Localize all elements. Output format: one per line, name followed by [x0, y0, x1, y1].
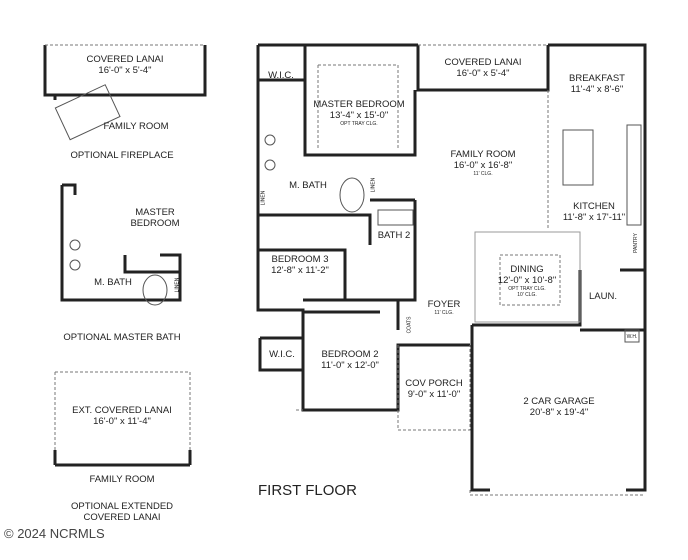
pantry: PANTRY: [632, 233, 639, 253]
option-m-bath: M. BATH: [94, 277, 132, 288]
room-m-bath: M. BATH: [289, 180, 327, 191]
room-name: BREAKFAST: [569, 73, 625, 84]
option-ext-lanai-family-room: FAMILY ROOM: [89, 474, 155, 485]
coats-closet: COATS: [406, 316, 413, 334]
room-size: 12'-8" x 11'-2": [271, 265, 329, 276]
room-size: 16'-0" x 5'-4": [98, 65, 152, 76]
plan-title: FIRST FLOOR: [258, 482, 357, 499]
caption-line: COVERED LANAI: [83, 512, 161, 523]
linen-closet-1: LINEN: [260, 190, 267, 206]
option-fireplace-caption: OPTIONAL FIREPLACE: [70, 150, 174, 161]
room-size: 16'-0" x 16'-8": [453, 160, 513, 171]
room-wic-2: W.I.C.: [269, 349, 295, 360]
room-name: 2 CAR GARAGE: [523, 396, 595, 407]
room-size: 11'-8" x 17'-11": [562, 212, 626, 223]
room-note: OPT TRAY CLG.: [340, 121, 378, 127]
room-name: MASTER: [135, 207, 175, 218]
water-heater: W.H.: [626, 334, 638, 340]
room-note: OPT TRAY CLG.: [508, 286, 546, 292]
room-name: FAMILY ROOM: [450, 149, 516, 160]
room-size: 11'-0" x 12'-0": [321, 360, 379, 371]
room-name: COV PORCH: [405, 378, 463, 389]
option-fireplace-family-room: FAMILY ROOM: [103, 121, 169, 132]
room-size: 20'-8" x 19'-4": [529, 407, 589, 418]
room-name: COVERED LANAI: [86, 54, 164, 65]
room-name: BEDROOM 3: [271, 254, 329, 265]
room-size: 13'-4" x 15'-0": [329, 110, 389, 121]
room-laundry: LAUN.: [589, 291, 617, 302]
room-size: 16'-0" x 5'-4": [456, 68, 510, 79]
room-name: DINING: [510, 264, 544, 275]
room-size: 9'-0" x 11'-0": [407, 389, 461, 400]
room-name: BEDROOM 2: [321, 349, 379, 360]
caption-line: OPTIONAL EXTENDED: [70, 501, 174, 512]
room-name: BEDROOM: [130, 218, 180, 229]
room-note: 11' CLG.: [473, 171, 493, 177]
room-note: 10' CLG.: [517, 292, 537, 298]
room-name: COVERED LANAI: [444, 57, 522, 68]
room-name: EXT. COVERED LANAI: [72, 405, 172, 416]
room-size: 16'-0" x 11'-4": [93, 416, 151, 427]
room-bath2: BATH 2: [377, 230, 411, 241]
option-linen: LINEN: [174, 277, 181, 293]
linen-closet-2: LINEN: [370, 177, 377, 193]
room-wic-master: W.I.C.: [268, 70, 294, 81]
option-master-bath-caption: OPTIONAL MASTER BATH: [63, 332, 181, 343]
room-name: FOYER: [427, 299, 461, 310]
room-size: 12'-0" x 10'-8": [497, 275, 557, 286]
watermark: © 2024 NCRMLS: [4, 526, 105, 541]
room-name: KITCHEN: [573, 201, 615, 212]
room-name: MASTER BEDROOM: [313, 99, 405, 110]
room-size: 11'-4" x 8'-6": [570, 84, 624, 95]
room-note: 11' CLG.: [434, 310, 454, 316]
